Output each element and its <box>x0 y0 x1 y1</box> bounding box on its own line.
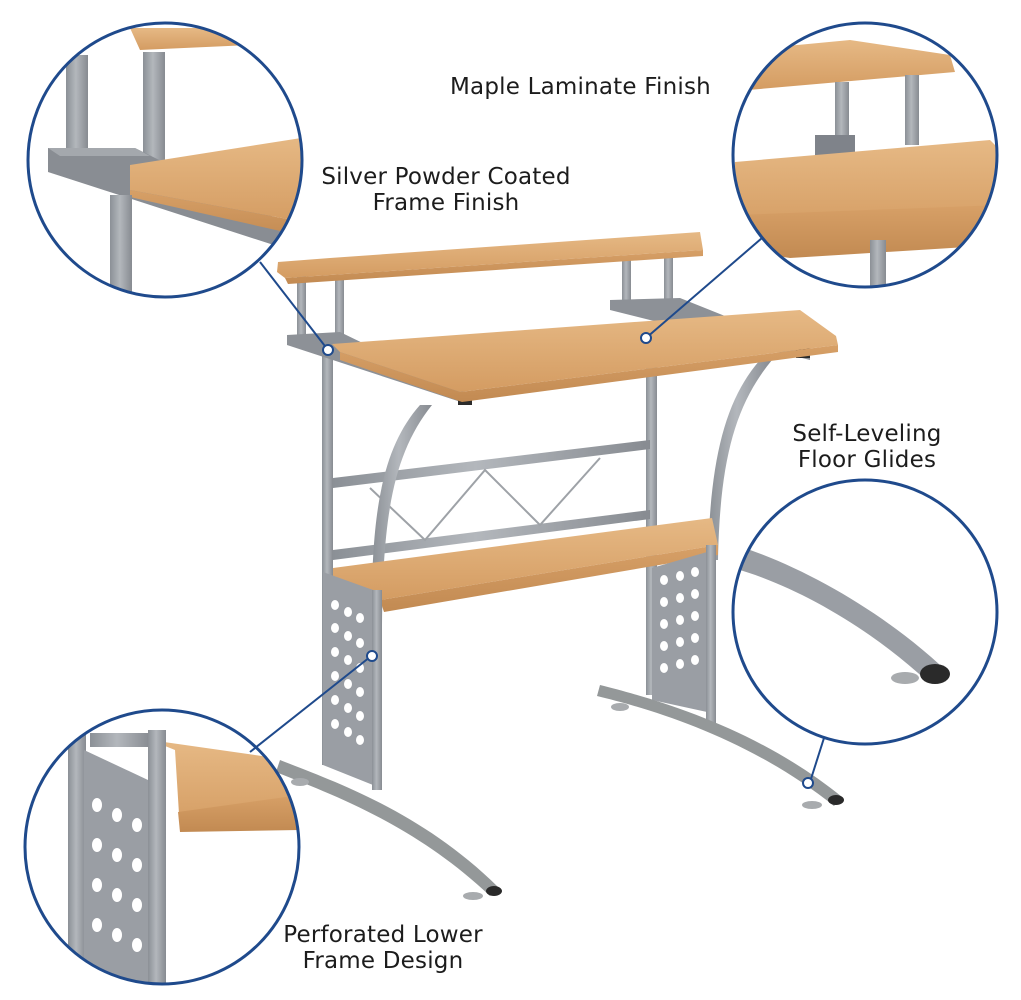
leader-line-maple-finish <box>645 237 763 339</box>
label-perforated-frame: Perforated Lower Frame Design <box>283 922 483 974</box>
callout-perforated-frame-zoom <box>23 708 301 986</box>
right-foot <box>597 685 844 809</box>
label-frame-finish: Silver Powder Coated Frame Finish <box>321 164 571 216</box>
perforated-panel-left <box>323 572 382 790</box>
hotspot-frame-finish <box>322 344 334 356</box>
perforated-panel-right <box>652 545 716 725</box>
leader-line-floor-glides <box>809 737 825 783</box>
hotspot-perforated-frame <box>366 650 378 662</box>
hotspot-floor-glides <box>802 777 814 789</box>
hotspot-maple-finish <box>640 332 652 344</box>
label-floor-glides: Self-Leveling Floor Glides <box>792 421 942 473</box>
leader-line-frame-finish <box>259 261 329 351</box>
callout-floor-glides-zoom <box>731 478 999 746</box>
leader-line-perforated-frame <box>249 656 371 753</box>
callout-maple-finish-zoom <box>731 21 999 289</box>
callout-frame-finish-zoom <box>26 21 304 299</box>
desk <box>276 232 844 900</box>
label-maple-finish: Maple Laminate Finish <box>450 74 711 100</box>
left-foot <box>276 760 502 900</box>
